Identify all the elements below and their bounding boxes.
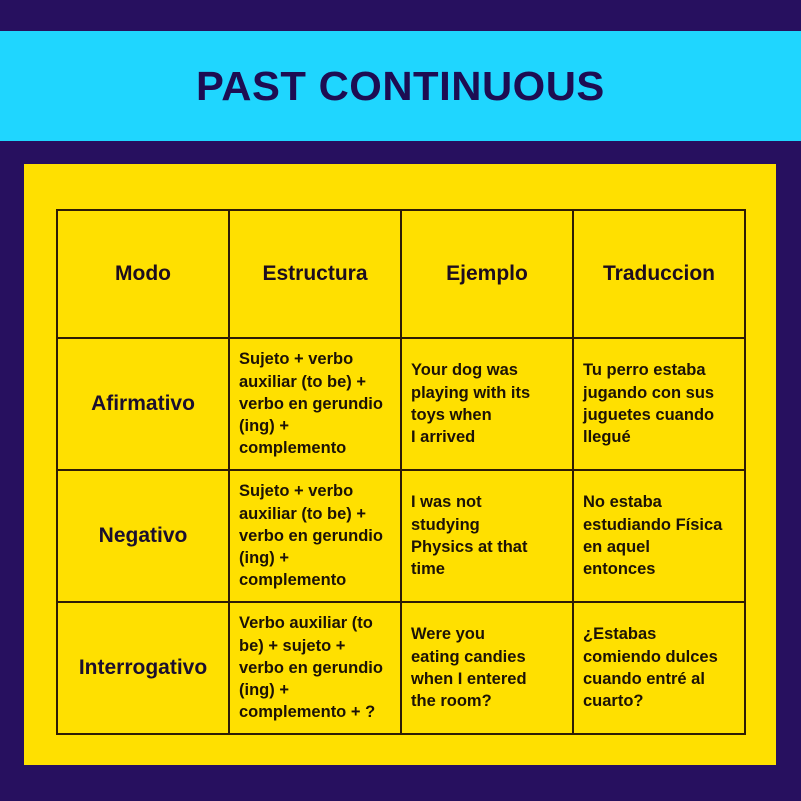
estructura-text: Sujeto + verbo auxiliar (to be) + verbo … bbox=[239, 482, 383, 590]
cell-estructura: Verbo auxiliar (to be) + sujeto + verbo … bbox=[228, 601, 402, 735]
column-header-label: Modo bbox=[115, 262, 171, 285]
ejemplo-text: Your dog was playing with its toys when … bbox=[411, 361, 531, 447]
column-header-ejemplo: Ejemplo bbox=[400, 209, 574, 339]
table-row: Negativo Sujeto + verbo auxiliar (to be)… bbox=[56, 469, 746, 603]
cell-modo: Negativo bbox=[56, 469, 230, 603]
cell-traduccion: No estaba estudiando Física en aquel ent… bbox=[572, 469, 746, 603]
table-row: Interrogativo Verbo auxiliar (to be) + s… bbox=[56, 601, 746, 735]
cell-ejemplo: Your dog was playing with its toys when … bbox=[400, 337, 574, 471]
column-header-label: Ejemplo bbox=[446, 262, 528, 285]
column-header-traduccion: Traduccion bbox=[572, 209, 746, 339]
column-header-modo: Modo bbox=[56, 209, 230, 339]
cell-estructura: Sujeto + verbo auxiliar (to be) + verbo … bbox=[228, 469, 402, 603]
ejemplo-text: I was not studying Physics at that time bbox=[411, 493, 528, 579]
cell-traduccion: ¿Estabas comiendo dulces cuando entré al… bbox=[572, 601, 746, 735]
cell-ejemplo: Were you eating candies when I entered t… bbox=[400, 601, 574, 735]
modo-label: Afirmativo bbox=[91, 391, 195, 415]
modo-label: Negativo bbox=[98, 523, 188, 547]
page-title: PAST CONTINUOUS bbox=[196, 62, 605, 109]
estructura-text: Verbo auxiliar (to be) + sujeto + verbo … bbox=[239, 614, 383, 722]
title-banner: PAST CONTINUOUS bbox=[0, 31, 801, 141]
traduccion-text: No estaba estudiando Física en aquel ent… bbox=[583, 493, 723, 579]
table-row: Afirmativo Sujeto + verbo auxiliar (to b… bbox=[56, 337, 746, 471]
table-header-row: Modo Estructura Ejemplo Traduccion bbox=[56, 209, 746, 339]
content-panel: Modo Estructura Ejemplo Traduccion bbox=[24, 164, 776, 765]
column-header-estructura: Estructura bbox=[228, 209, 402, 339]
traduccion-text: Tu perro estaba jugando con sus juguetes… bbox=[583, 361, 715, 447]
modo-label: Interrogativo bbox=[78, 655, 208, 679]
column-header-label: Estructura bbox=[262, 262, 368, 285]
traduccion-text: ¿Estabas comiendo dulces cuando entré al… bbox=[583, 625, 718, 711]
cell-modo: Interrogativo bbox=[56, 601, 230, 735]
column-header-label: Traduccion bbox=[602, 262, 716, 285]
cell-estructura: Sujeto + verbo auxiliar (to be) + verbo … bbox=[228, 337, 402, 471]
cell-modo: Afirmativo bbox=[56, 337, 230, 471]
cell-ejemplo: I was not studying Physics at that time bbox=[400, 469, 574, 603]
past-continuous-table: Modo Estructura Ejemplo Traduccion bbox=[56, 209, 746, 735]
ejemplo-text: Were you eating candies when I entered t… bbox=[411, 625, 527, 711]
cell-traduccion: Tu perro estaba jugando con sus juguetes… bbox=[572, 337, 746, 471]
estructura-text: Sujeto + verbo auxiliar (to be) + verbo … bbox=[239, 350, 383, 458]
